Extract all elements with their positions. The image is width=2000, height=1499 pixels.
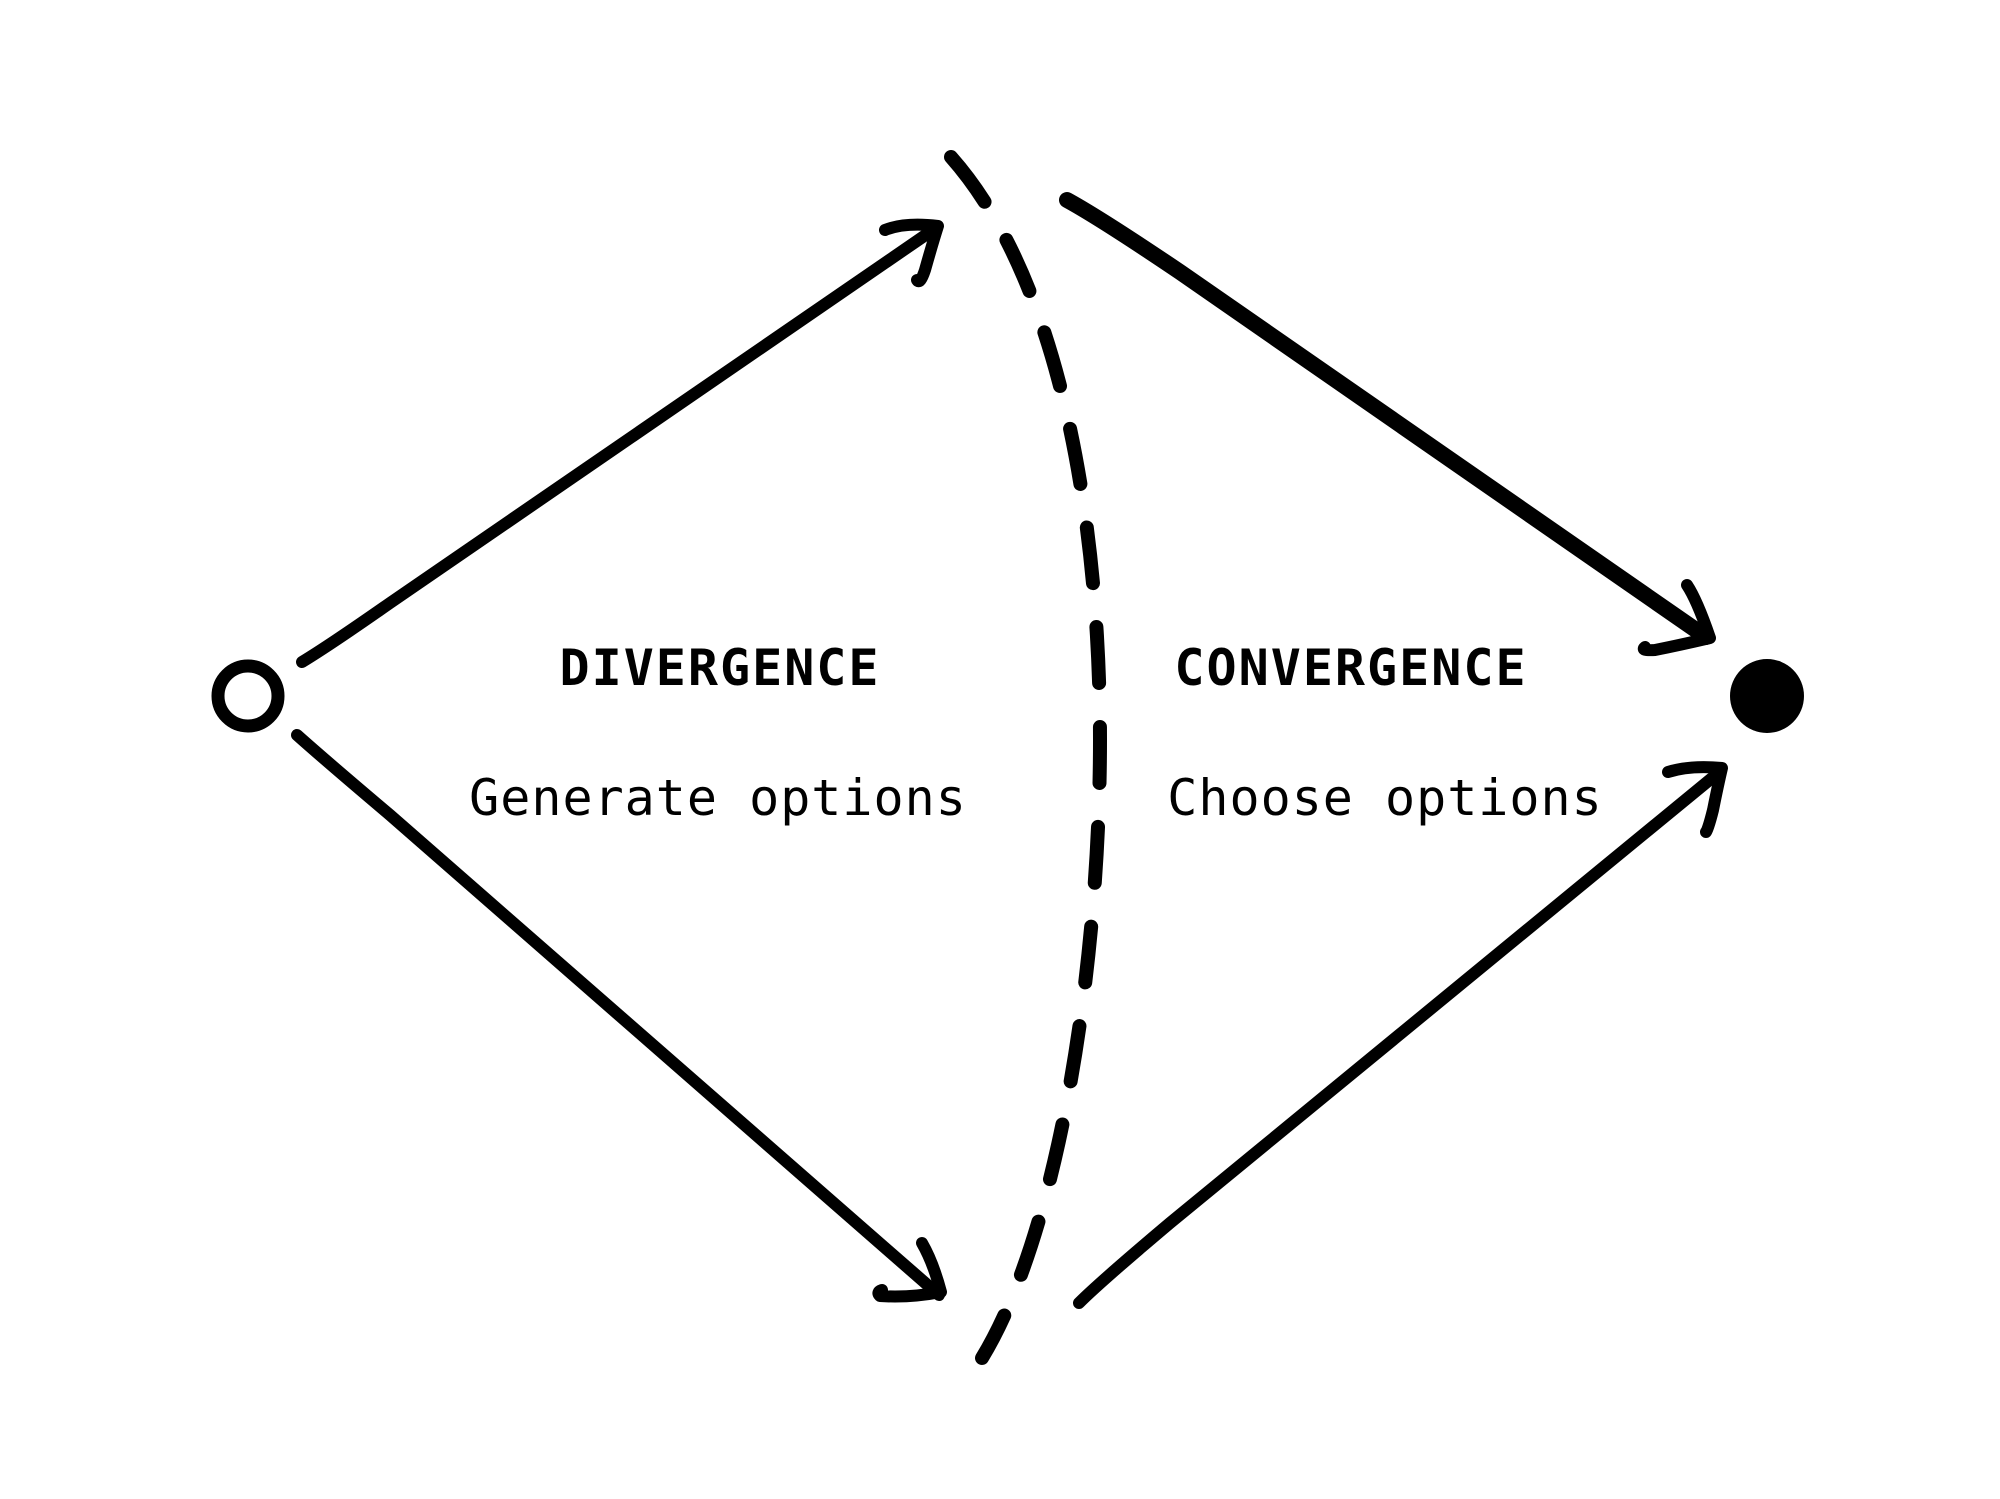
convergence-subtext: Choose options (1167, 769, 1602, 827)
start-node-icon (211, 659, 285, 733)
divider-dashed-curve (944, 150, 1108, 1365)
divergence-heading: DIVERGENCE (559, 639, 880, 697)
divergence-subtext: Generate options (469, 769, 967, 827)
divergence-lower-arrow (291, 729, 947, 1303)
divergence-upper-arrow (296, 218, 944, 668)
convergence-lower-arrow (1073, 761, 1728, 1309)
convergence-upper-arrow (1059, 192, 1716, 657)
end-node-icon (1730, 659, 1804, 733)
convergence-heading: CONVERGENCE (1174, 639, 1527, 697)
